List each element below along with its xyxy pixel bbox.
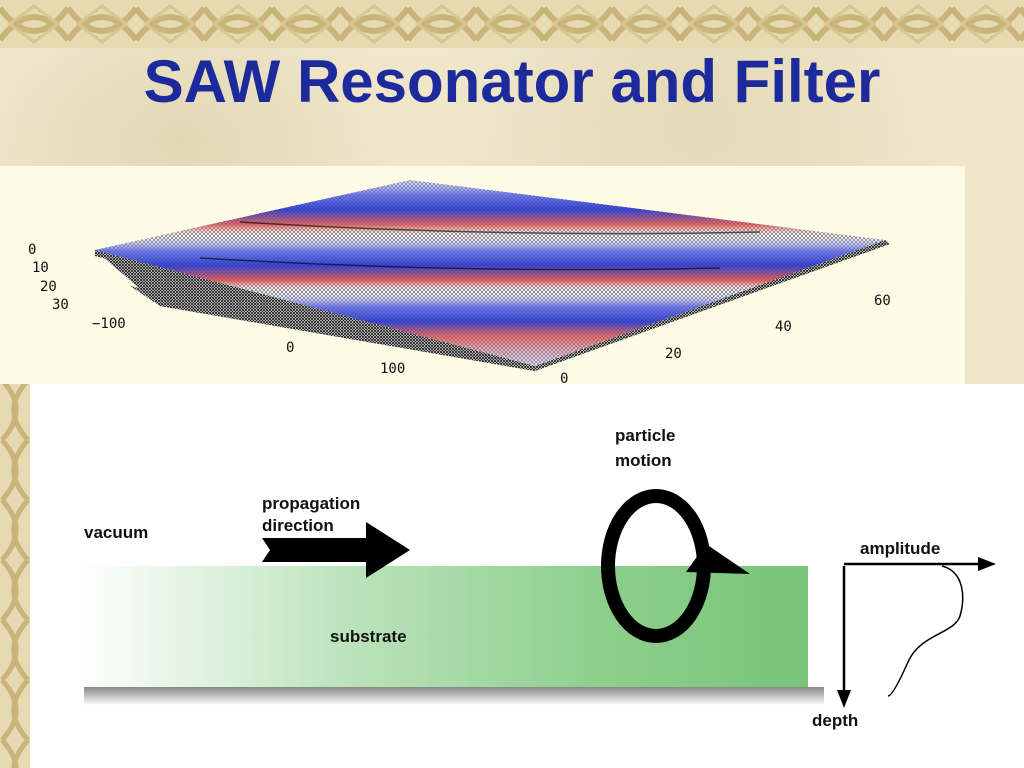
plot-wave-bands [95, 180, 885, 366]
plot-front-wall [95, 250, 535, 371]
particle-label-line1: particle [615, 426, 675, 445]
plot-right-wall [535, 240, 890, 371]
substrate-shadow [84, 687, 824, 705]
right-tick-1: 20 [665, 346, 682, 362]
particle-label-line2: motion [615, 451, 672, 470]
left-tick-2: 20 [40, 279, 57, 295]
depth-label: depth [812, 711, 858, 730]
amplitude-depth-curve [887, 565, 964, 697]
front-tick-2: 100 [380, 361, 405, 377]
right-tick-3: 60 [874, 293, 891, 309]
right-tick-2: 40 [775, 319, 792, 335]
left-tick-3: 30 [52, 297, 69, 313]
surface-wave-svg: 0 10 20 30 −100 0 100 0 20 40 60 [28, 180, 891, 384]
amplitude-axis-arrow-icon [978, 557, 996, 571]
propagation-arrow-icon [262, 522, 410, 578]
left-tick-1: 10 [32, 260, 49, 276]
vacuum-label: vacuum [84, 523, 148, 542]
surface-wave-plot: 0 10 20 30 −100 0 100 0 20 40 60 [0, 166, 965, 384]
saw-diagram: vacuum propagation direction substrate p… [30, 384, 1024, 768]
substrate-label: substrate [330, 627, 407, 646]
amplitude-label: amplitude [860, 539, 940, 558]
right-tick-0: 0 [560, 371, 568, 384]
slide-title: SAW Resonator and Filter [143, 48, 881, 115]
propagation-label-line1: propagation [262, 494, 360, 513]
decorative-border-top [0, 0, 1024, 48]
left-tick-0: 0 [28, 242, 36, 258]
propagation-label-line2: direction [262, 516, 334, 535]
depth-axis-arrow-icon [837, 690, 851, 708]
front-tick-0: −100 [92, 316, 126, 332]
decorative-border-left [0, 380, 30, 768]
front-tick-1: 0 [286, 340, 294, 356]
saw-diagram-svg: vacuum propagation direction substrate p… [78, 426, 996, 730]
particle-motion-arrowhead-icon [686, 544, 750, 574]
